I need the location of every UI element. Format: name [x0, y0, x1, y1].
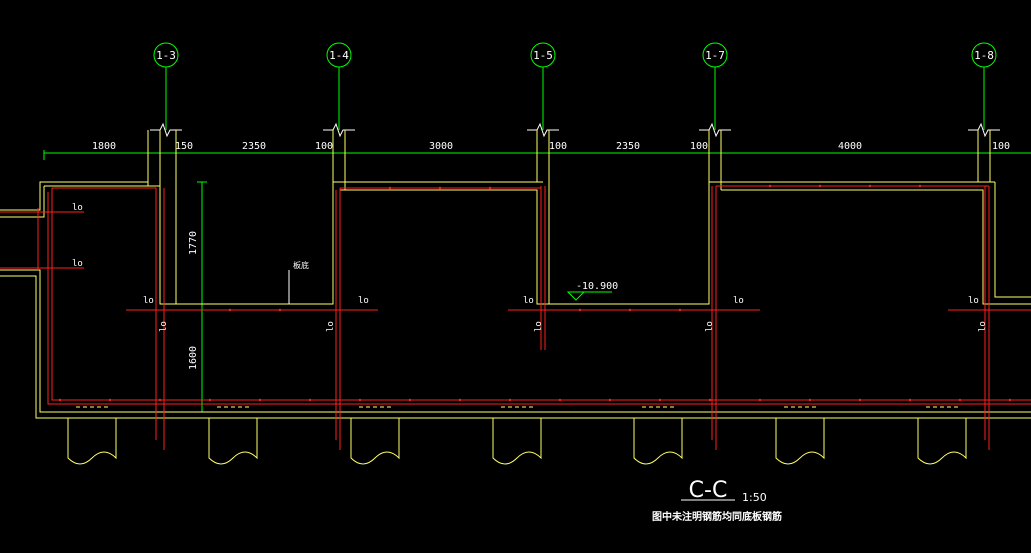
- piles: [67, 418, 967, 465]
- dim-text: 100: [549, 141, 567, 152]
- dim-text: 2350: [616, 141, 640, 152]
- section-title-block: C-C 1:50 图中未注明钢筋均同底板钢筋: [652, 478, 782, 523]
- section-title: C-C: [689, 478, 728, 503]
- lo-label: lo: [733, 296, 744, 306]
- dim-text: 150: [175, 141, 193, 152]
- dimension-texts: 1800 150 2350 100 3000 100 2350 100 4000…: [92, 141, 1010, 370]
- lo-label: lo: [72, 203, 83, 213]
- axis-marker-1-5: 1-5: [530, 42, 556, 68]
- axis-label: 1-5: [533, 49, 553, 62]
- section-note: 图中未注明钢筋均同底板钢筋: [652, 510, 782, 523]
- elevation-marker: -10.900: [566, 281, 618, 301]
- lo-label: lo: [978, 321, 988, 332]
- rebar-dots: [58, 184, 1012, 402]
- concrete-outline: [0, 130, 1031, 419]
- vdim-text: 1600: [188, 346, 199, 370]
- lo-label: lo: [523, 296, 534, 306]
- lo-label: lo: [326, 321, 336, 332]
- dim-text: 2350: [242, 141, 266, 152]
- lo-label: lo: [534, 321, 544, 332]
- lo-label: lo: [705, 321, 715, 332]
- axis-markers: 1-3 1-4 1-5 1-7 1-8: [153, 42, 997, 68]
- axis-marker-1-4: 1-4: [326, 42, 352, 68]
- break-symbols: [150, 122, 1000, 138]
- small-note-text: 板底: [293, 260, 309, 270]
- lo-label: lo: [358, 296, 369, 306]
- axis-marker-1-8: 1-8: [971, 42, 997, 68]
- axis-label: 1-3: [156, 49, 176, 62]
- small-note: 板底: [288, 260, 309, 304]
- lo-label: lo: [968, 296, 979, 306]
- lo-label: lo: [143, 296, 154, 306]
- vdim-text: 1770: [188, 231, 199, 255]
- section-scale: 1:50: [742, 491, 767, 504]
- elevation-text: -10.900: [576, 281, 618, 292]
- axis-marker-1-3: 1-3: [153, 42, 179, 68]
- dim-text: 100: [992, 141, 1010, 152]
- axis-label: 1-7: [705, 49, 725, 62]
- dim-text: 4000: [838, 141, 862, 152]
- dim-text: 3000: [429, 141, 453, 152]
- dim-text: 100: [315, 141, 333, 152]
- axis-label: 1-8: [974, 49, 994, 62]
- axis-label: 1-4: [329, 49, 349, 62]
- lo-label: lo: [72, 259, 83, 269]
- rebars: [0, 185, 1031, 450]
- lo-labels: lo lo lo lo lo lo lo lo lo lo lo lo: [72, 203, 988, 332]
- axis-marker-1-7: 1-7: [702, 42, 728, 68]
- lo-label: lo: [159, 321, 169, 332]
- dim-text: 1800: [92, 141, 116, 152]
- dim-text: 100: [690, 141, 708, 152]
